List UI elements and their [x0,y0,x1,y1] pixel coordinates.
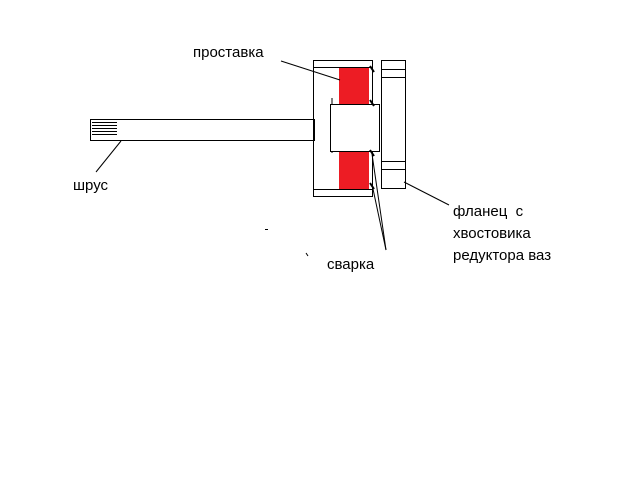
flange-label-line-1: фланец с [453,203,524,220]
spacer-leader-line [280,60,341,81]
cv-joint-label: шрус [73,177,109,194]
spacer-label: проставка [193,44,264,61]
flange-label: фланец с хвостовика редуктора ваз [453,201,551,267]
weld-label: сварка [327,256,375,273]
reducer-flange [381,60,406,189]
cv-joint-shaft [90,119,315,141]
cv-joint-splines [92,122,117,135]
weld-leader-line-lower [372,188,387,251]
weld-marks [369,65,375,190]
flange-leader-line [403,181,450,206]
cv-joint-leader-line [95,140,122,173]
spacer-hub [330,104,380,152]
flange-label-line-3: редуктора ваз [453,247,552,264]
flange-label-line-2: хвостовика [453,225,531,242]
weld-leader-line-upper [371,153,387,251]
stray-mark [305,252,309,257]
